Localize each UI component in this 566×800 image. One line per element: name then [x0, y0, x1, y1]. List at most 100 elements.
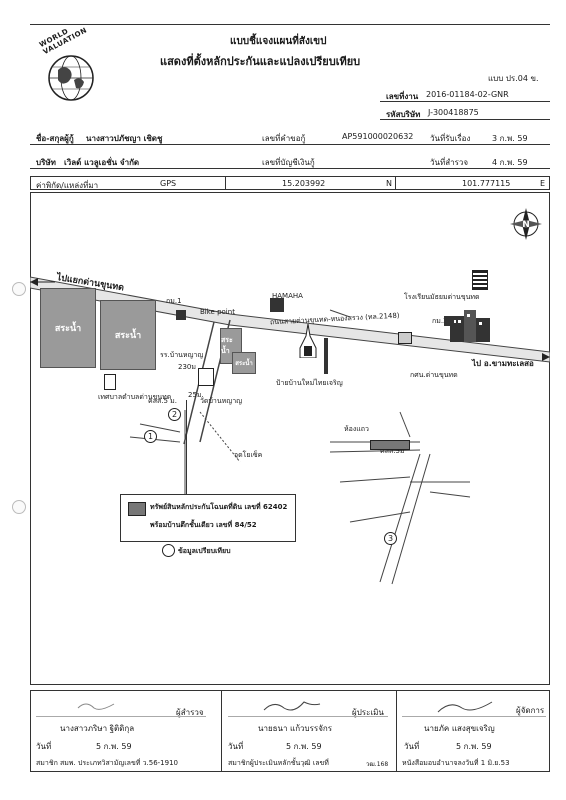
- surveyor-name: นางสาวภริษา ฐิติดิกุล: [60, 724, 135, 733]
- company-code-label: รหัสบริษัท: [386, 110, 421, 119]
- distance-label: 230ม: [178, 363, 196, 371]
- account-no-label: เลขที่บัญชีเงินกู้: [262, 158, 315, 167]
- longitude: 101.777115: [462, 179, 511, 188]
- manager-date-label: วันที่: [404, 742, 420, 751]
- appraiser-date-label: วันที่: [228, 742, 244, 751]
- comparison-3-marker: 3: [384, 532, 397, 545]
- company-label: บริษัท: [36, 158, 56, 167]
- school-building-icon: [450, 308, 490, 342]
- manager-note: หนังสือมอบอำนาจลงวันที่ 1 มิ.ย.53: [402, 759, 510, 767]
- company-value: เวิลด์ แวลูเอชั่น จำกัด: [64, 158, 140, 167]
- appraiser-no: วฒ.168: [366, 761, 389, 768]
- police-label: กศน.ด่านขุนทด: [410, 371, 458, 379]
- latitude: 15.203992: [282, 179, 326, 188]
- comparison-1-marker: 1: [144, 430, 157, 443]
- top-rule: [30, 24, 550, 25]
- km1-label: กม.1: [166, 297, 182, 305]
- divider: [221, 690, 222, 772]
- sign-line: [402, 716, 546, 717]
- temple-small-icon: [198, 368, 214, 386]
- municipal-icon: [104, 374, 116, 390]
- legend-collateral-line2: พร้อมบ้านตึกชั้นเดียว เลขที่ 84/52: [150, 521, 257, 529]
- police-icon: [398, 332, 412, 344]
- appraiser-name: นายธนา แก้วบรรจักร: [258, 724, 333, 733]
- surveyor-role: ผู้สำรวจ: [176, 708, 204, 717]
- received-date-value: 3 ก.พ. 59: [492, 134, 528, 143]
- borrower-name-label: ชื่อ-สกุลผู้กู้: [36, 134, 74, 143]
- km1-marker-icon: [176, 310, 186, 320]
- divider: [395, 176, 396, 190]
- comparison-legend-icon: [162, 544, 175, 557]
- km2-marker-icon: [444, 316, 454, 326]
- appraiser-date: 5 ก.พ. 59: [286, 742, 322, 751]
- row-house-dist-label: คลส.5ม: [380, 447, 405, 455]
- comparison-2-marker: 2: [168, 408, 181, 421]
- manager-date: 5 ก.พ. 59: [456, 742, 492, 751]
- row-house-icon: [370, 440, 410, 450]
- coordinates-bar: [30, 176, 550, 190]
- world-valuation-logo: WORLD VALUATION: [36, 26, 106, 110]
- sign-line: [36, 716, 206, 717]
- north-arrow-icon: N: [508, 206, 544, 242]
- request-no-value: AP591000020632: [342, 132, 414, 141]
- map-frame: [30, 192, 550, 685]
- water-pond: สระน้ำ: [40, 288, 96, 368]
- building-icon: [472, 270, 488, 290]
- title-line2: แสดงที่ตั้งหลักประกันและแปลงเปรียบเทียบ: [160, 55, 361, 68]
- row-house-label: ห้องแถว: [344, 425, 369, 433]
- request-no-label: เลขที่คำขอกู้: [262, 134, 306, 143]
- title-line1: แบบชี้แจงแผนที่สังเขป: [230, 36, 327, 47]
- rule: [30, 144, 550, 145]
- survey-date-value: 4 ก.พ. 59: [492, 158, 528, 167]
- legend-comparison: ข้อมูลเปรียบเทียบ: [178, 547, 231, 555]
- survey-date-label: วันที่สำรวจ: [430, 158, 469, 167]
- hole-punch: [12, 500, 26, 514]
- hamaha-label: HAMAHA: [272, 292, 303, 300]
- received-date-label: วันที่รับเรื่อง: [430, 134, 471, 143]
- appraiser-signature: [262, 700, 322, 712]
- surveyor-date: 5 ก.พ. 59: [96, 742, 132, 751]
- municipal-label: เทศบาลตำบลด่านขุนทด: [98, 393, 172, 401]
- divider: [396, 690, 397, 772]
- bus-stop-icon: [324, 338, 328, 374]
- pointer-line: [186, 400, 187, 494]
- temple-label: วัดบ้านหญาญ: [200, 397, 243, 405]
- lon-e: E: [540, 179, 546, 188]
- job-no-label: เลขที่งาน: [386, 92, 419, 101]
- km2-label: กม.2: [432, 317, 448, 325]
- divider: [225, 176, 226, 190]
- job-no-value: 2016-01184-02-GNR: [426, 90, 509, 99]
- svg-text:N: N: [522, 220, 530, 230]
- manager-role: ผู้จัดการ: [516, 706, 545, 715]
- school-small-label: รร.บ้านหญาญ: [160, 351, 204, 359]
- rule: [30, 168, 550, 169]
- school-big-label: โรงเรียนมัธยมด่านขุนทด: [404, 293, 480, 301]
- collateral-swatch: [128, 502, 146, 516]
- signature-section: [30, 690, 550, 772]
- bike-point-label: Bike point: [200, 308, 235, 316]
- rule: [380, 101, 550, 102]
- appraiser-member: สมาชิกผู้ประเมินหลักชั้นวุฒิ เลขที่: [228, 759, 329, 767]
- temple-icon: [296, 323, 320, 359]
- hole-punch: [12, 282, 26, 296]
- coords-label: ค่าพิกัด/แหล่งที่มา: [36, 181, 99, 190]
- appraiser-role: ผู้ประเมิน: [352, 708, 384, 717]
- road-right-label: ไป อ.ขามทะเลสอ: [472, 359, 534, 368]
- building-icon: [270, 298, 284, 312]
- point-label: จุดโยเซ็ค: [234, 451, 263, 459]
- legend-box: [120, 494, 296, 542]
- road-network: [30, 276, 550, 585]
- coords-source: GPS: [160, 179, 177, 188]
- water-pond: สระน้ำ: [232, 352, 256, 374]
- bus-stop-label: ป้ายบ้านใหม่ไทยเจริญ: [276, 379, 343, 387]
- distance2-label: 25ม.: [188, 391, 204, 399]
- rule: [380, 119, 550, 120]
- manager-name: นายภัค แสงสุขเจริญ: [424, 724, 495, 733]
- lat-n: N: [386, 179, 392, 188]
- borrower-name-value: นางสาวปภัชญา เชิดชู: [86, 134, 163, 143]
- clinic-label: คลส.5 ม.: [148, 397, 177, 405]
- legend-collateral-line1: ทรัพย์สินหลักประกันโฉนดที่ดิน เลขที่ 624…: [150, 503, 288, 511]
- surveyor-signature: [76, 700, 116, 710]
- sign-line: [228, 716, 388, 717]
- water-pond: สระน้ำ: [100, 300, 156, 370]
